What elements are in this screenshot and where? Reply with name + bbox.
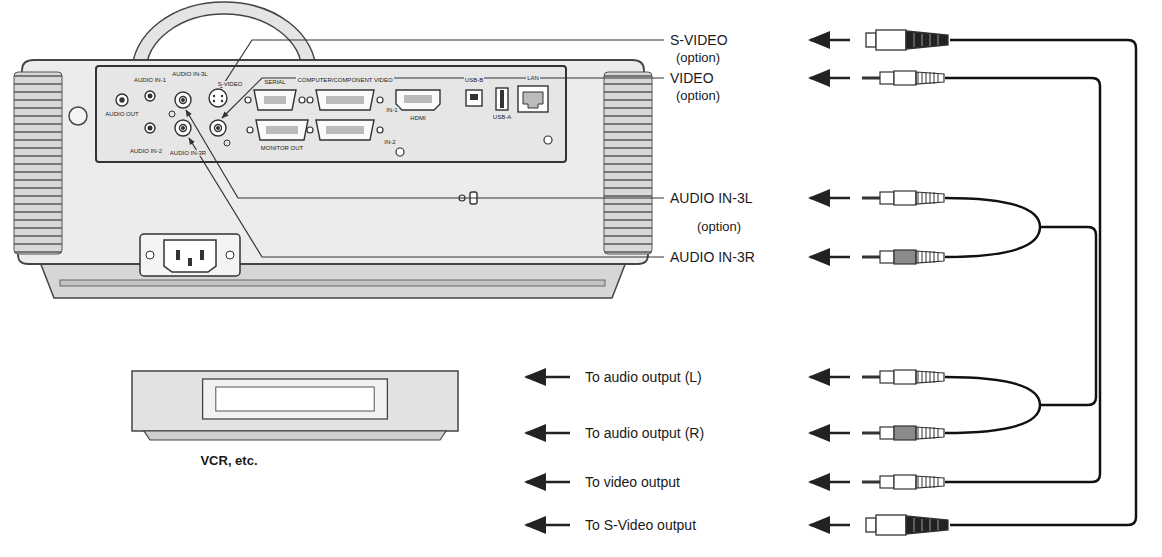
port-label: AUDIO IN-3R [169,150,207,157]
port-label: AUDIO OUT [104,111,139,118]
port-label: S-VIDEO [217,81,244,88]
port-label: AUDIO IN-1 [133,77,167,84]
connection-label: To S-Video output [585,517,696,533]
port-label: USB-B [464,77,484,84]
vcr-device: VCR, etc. [130,365,460,472]
leader-line [186,40,664,257]
port-label: AUDIO IN-3L [171,71,208,78]
callout-label: AUDIO IN-3L [670,190,752,206]
device-label: VCR, etc. [200,453,257,468]
connection-label: To audio output (R) [585,425,704,441]
connection-label: To video output [585,474,680,490]
connection-label: To audio output (L) [585,369,702,385]
port-label: HDMI [409,115,426,122]
port-label: IN-2 [383,139,396,146]
vcr-shape [130,365,460,443]
option-note: (option) [676,51,720,66]
port-label: COMPUTER/COMPONENT VIDEO [296,77,393,84]
option-note: (option) [676,89,720,104]
cable [945,40,1136,525]
option-note: (option) [697,220,741,235]
port-label: USB-A [492,114,512,121]
callout-label: S-VIDEO [670,32,728,48]
port-label: IN-1 [385,107,398,114]
port-label: AUDIO IN-2 [129,148,163,155]
port-label: MONITOR OUT [260,145,305,152]
port-label: SERIAL [263,79,286,86]
port-label: LAN [526,75,540,82]
callout-label: AUDIO IN-3R [670,249,755,265]
callout-label: VIDEO [670,70,714,86]
direction-arrow [526,40,850,525]
